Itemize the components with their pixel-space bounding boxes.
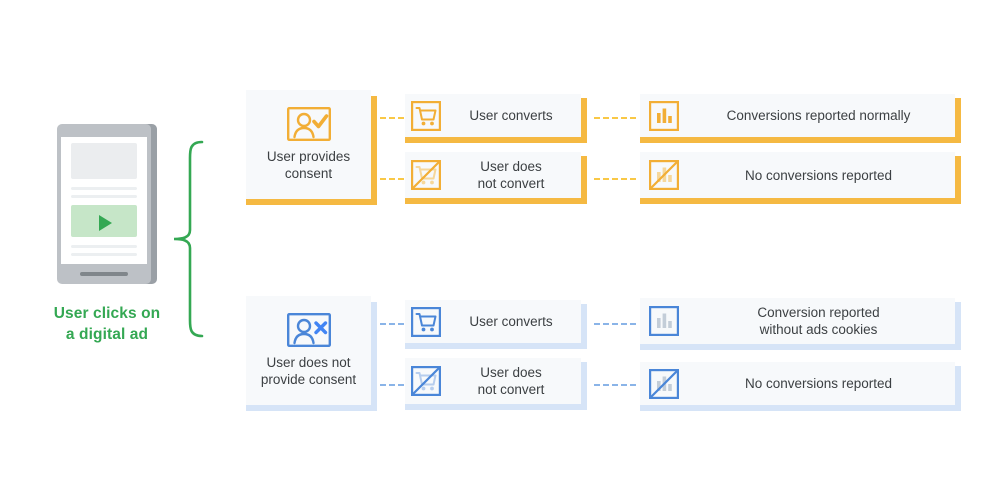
card-shadow-bottom <box>640 137 961 143</box>
card-shadow-right <box>955 302 961 350</box>
source-caption-line1: User clicks on <box>53 305 161 322</box>
phone-text-line <box>71 187 137 190</box>
connector-dashed-line <box>594 178 636 180</box>
connector-dashed-line <box>594 323 636 325</box>
card-shadow-right <box>955 98 961 143</box>
report-card-no-conversions-reported[interactable]: No conversions reported <box>640 152 955 198</box>
consent-label-line2: provide consent <box>260 372 357 387</box>
report-card-conversion-reported-without-ads-cookies[interactable]: Conversion reported without ads cookies <box>640 298 955 344</box>
card-shadow-bottom <box>405 137 587 143</box>
consent-card-provides-consent[interactable]: User provides consent <box>246 90 371 199</box>
outcome-card-label: User converts <box>447 313 581 330</box>
bar-chart-slash-icon <box>640 152 688 198</box>
phone-home-indicator <box>80 272 128 276</box>
report-label-line1: No conversions reported <box>744 167 893 183</box>
report-card-label: No conversions reported <box>688 167 955 184</box>
outcome-label-line2: not convert <box>477 382 545 397</box>
outcome-card-user-does-not-convert[interactable]: User does not convert <box>405 358 581 404</box>
report-card-label: Conversion reported without ads cookies <box>688 304 955 338</box>
outcome-label-line1: User converts <box>469 108 553 123</box>
card-shadow-bottom <box>640 344 961 350</box>
card-shadow-bottom <box>246 199 377 205</box>
connector-dashed-line <box>380 384 404 386</box>
phone-text-line <box>71 195 137 198</box>
card-shadow-bottom <box>640 405 961 411</box>
connector-dashed-line <box>380 117 404 119</box>
card-shadow-right <box>581 156 587 204</box>
connector-dashed-line <box>594 384 636 386</box>
report-label-line1: Conversions reported normally <box>726 108 911 123</box>
person-check-icon <box>286 107 331 141</box>
consent-card-label: User provides consent <box>267 148 350 182</box>
shopping-cart-slash-icon <box>405 152 447 198</box>
person-x-icon <box>286 313 331 347</box>
card-shadow-bottom <box>405 343 587 349</box>
shopping-cart-slash-icon <box>405 358 447 404</box>
outcome-card-label: User does not convert <box>447 364 581 398</box>
card-shadow-right <box>371 302 377 411</box>
report-label-line2: without ads cookies <box>759 322 878 337</box>
consent-card-label: User does not provide consent <box>261 354 356 388</box>
connector-dashed-line <box>380 178 404 180</box>
bar-chart-icon <box>640 94 688 137</box>
shopping-cart-icon <box>405 300 447 343</box>
report-label-line1: No conversions reported <box>744 376 893 391</box>
shopping-cart-icon <box>405 94 447 137</box>
report-card-label: Conversions reported normally <box>688 107 955 124</box>
outcome-card-label: User does not convert <box>447 158 581 192</box>
phone-hero-block <box>71 143 137 179</box>
curly-brace-icon <box>166 138 210 353</box>
card-shadow-bottom <box>405 198 587 204</box>
outcome-card-user-does-not-convert[interactable]: User does not convert <box>405 152 581 198</box>
phone-text-line <box>71 245 137 248</box>
outcome-card-user-converts[interactable]: User converts <box>405 94 581 137</box>
connector-dashed-line <box>594 117 636 119</box>
card-shadow-bottom <box>640 198 961 204</box>
bar-chart-slash-icon <box>640 362 688 405</box>
report-card-label: No conversions reported <box>688 375 955 392</box>
outcome-card-user-converts[interactable]: User converts <box>405 300 581 343</box>
card-shadow-right <box>581 304 587 349</box>
card-shadow-right <box>371 96 377 205</box>
smartphone-icon <box>57 124 157 284</box>
outcome-label-line2: not convert <box>477 176 545 191</box>
report-card-no-conversions-reported[interactable]: No conversions reported <box>640 362 955 405</box>
outcome-label-line1: User does <box>480 365 542 380</box>
card-shadow-right <box>581 98 587 143</box>
outcome-card-label: User converts <box>447 107 581 124</box>
source-caption: User clicks on a digital ad <box>10 303 204 345</box>
consent-label-line1: User does not <box>266 355 351 370</box>
phone-screen <box>61 137 147 264</box>
card-shadow-bottom <box>246 405 377 411</box>
report-card-conversions-reported-normally[interactable]: Conversions reported normally <box>640 94 955 137</box>
outcome-label-line1: User does <box>480 159 542 174</box>
card-shadow-right <box>955 156 961 204</box>
card-shadow-right <box>955 366 961 411</box>
phone-text-line <box>71 253 137 256</box>
source-caption-line2: a digital ad <box>65 326 149 343</box>
consent-label-line2: consent <box>284 166 333 181</box>
connector-dashed-line <box>380 323 404 325</box>
consent-label-line1: User provides <box>266 149 351 164</box>
outcome-label-line1: User converts <box>469 314 553 329</box>
play-icon <box>99 215 112 231</box>
card-shadow-right <box>581 362 587 410</box>
phone-body <box>57 124 151 284</box>
report-label-line1: Conversion reported <box>757 305 880 320</box>
card-shadow-bottom <box>405 404 587 410</box>
bar-chart-icon <box>640 298 688 344</box>
consent-card-does-not-provide-consent[interactable]: User does not provide consent <box>246 296 371 405</box>
